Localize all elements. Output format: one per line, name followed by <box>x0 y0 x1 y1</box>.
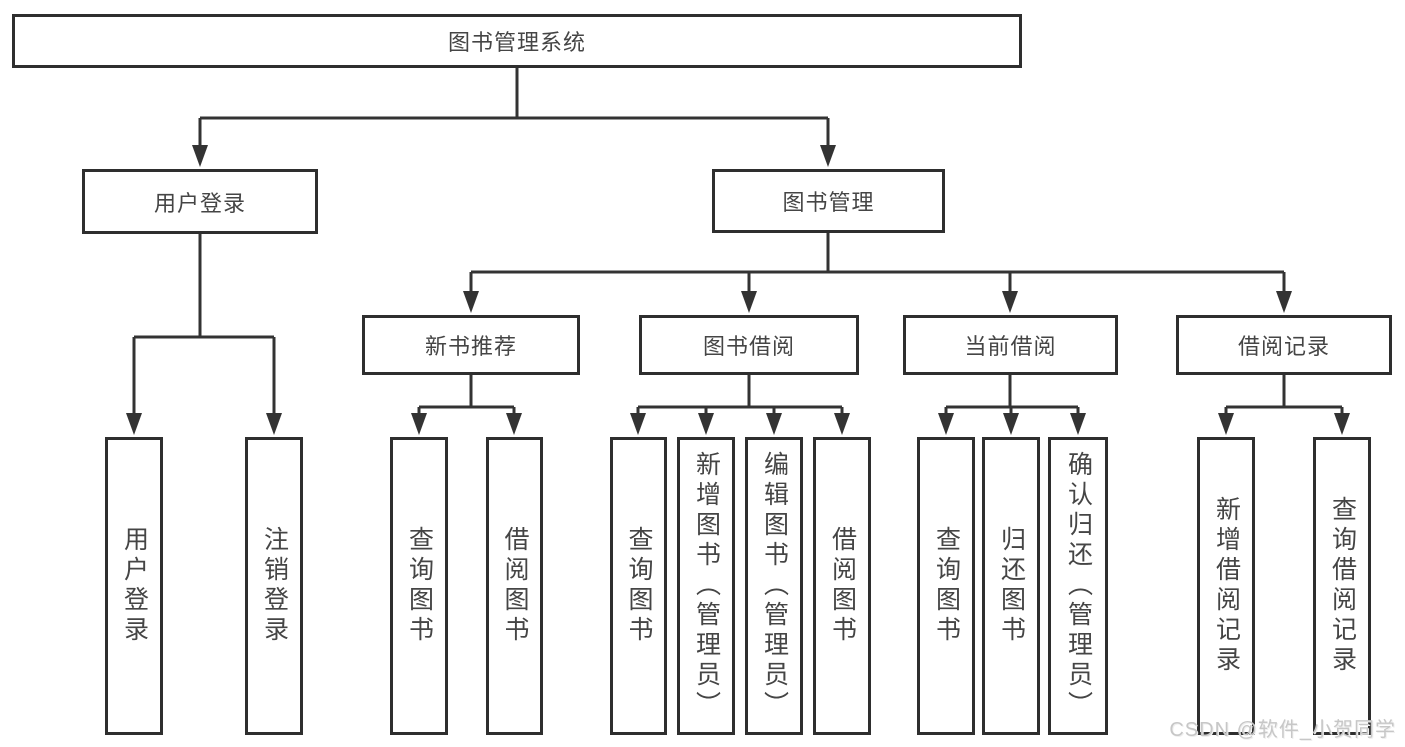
leaf-add-books-admin: 新增图书（管理员） <box>677 437 735 735</box>
leaf-label: 查询借阅记录 <box>1328 496 1357 676</box>
leaf-label: 借阅图书 <box>828 526 857 646</box>
leaf-label: 查询图书 <box>625 526 653 646</box>
node-book-borrow: 图书借阅 <box>639 315 859 375</box>
node-root-system: 图书管理系统 <box>12 14 1022 68</box>
leaf-confirm-return-admin: 确认归还（管理员） <box>1048 437 1108 735</box>
node-current-borrow: 当前借阅 <box>903 315 1118 375</box>
leaf-query-books-3: 查询图书 <box>917 437 975 735</box>
leaf-label: 注销登录 <box>260 526 289 646</box>
node-new-book-recommend: 新书推荐 <box>362 315 580 375</box>
leaf-query-borrow-record: 查询借阅记录 <box>1313 437 1371 735</box>
leaf-borrow-books-1: 借阅图书 <box>486 437 543 735</box>
leaf-label: 编辑图书（管理员） <box>760 451 789 721</box>
csdn-watermark: CSDN @软件_小贺同学 <box>1169 719 1396 741</box>
leaf-query-books-2: 查询图书 <box>610 437 667 735</box>
leaf-query-books-1: 查询图书 <box>390 437 448 735</box>
node-user-login: 用户登录 <box>82 169 318 234</box>
node-book-management: 图书管理 <box>712 169 945 233</box>
leaf-label: 用户登录 <box>120 526 149 646</box>
leaf-add-borrow-record: 新增借阅记录 <box>1197 437 1255 735</box>
leaf-label: 归还图书 <box>997 526 1026 646</box>
leaf-logout: 注销登录 <box>245 437 303 735</box>
leaf-borrow-books-2: 借阅图书 <box>813 437 871 735</box>
node-borrow-records: 借阅记录 <box>1176 315 1392 375</box>
leaf-return-books: 归还图书 <box>982 437 1040 735</box>
leaf-label: 查询图书 <box>405 526 434 646</box>
leaf-label: 新增图书（管理员） <box>692 451 721 721</box>
leaf-label: 确认归还（管理员） <box>1064 451 1093 721</box>
leaf-label: 借阅图书 <box>501 526 529 646</box>
leaf-edit-books-admin: 编辑图书（管理员） <box>745 437 803 735</box>
leaf-user-login: 用户登录 <box>105 437 163 735</box>
leaf-label: 新增借阅记录 <box>1212 496 1241 676</box>
leaf-label: 查询图书 <box>932 526 961 646</box>
